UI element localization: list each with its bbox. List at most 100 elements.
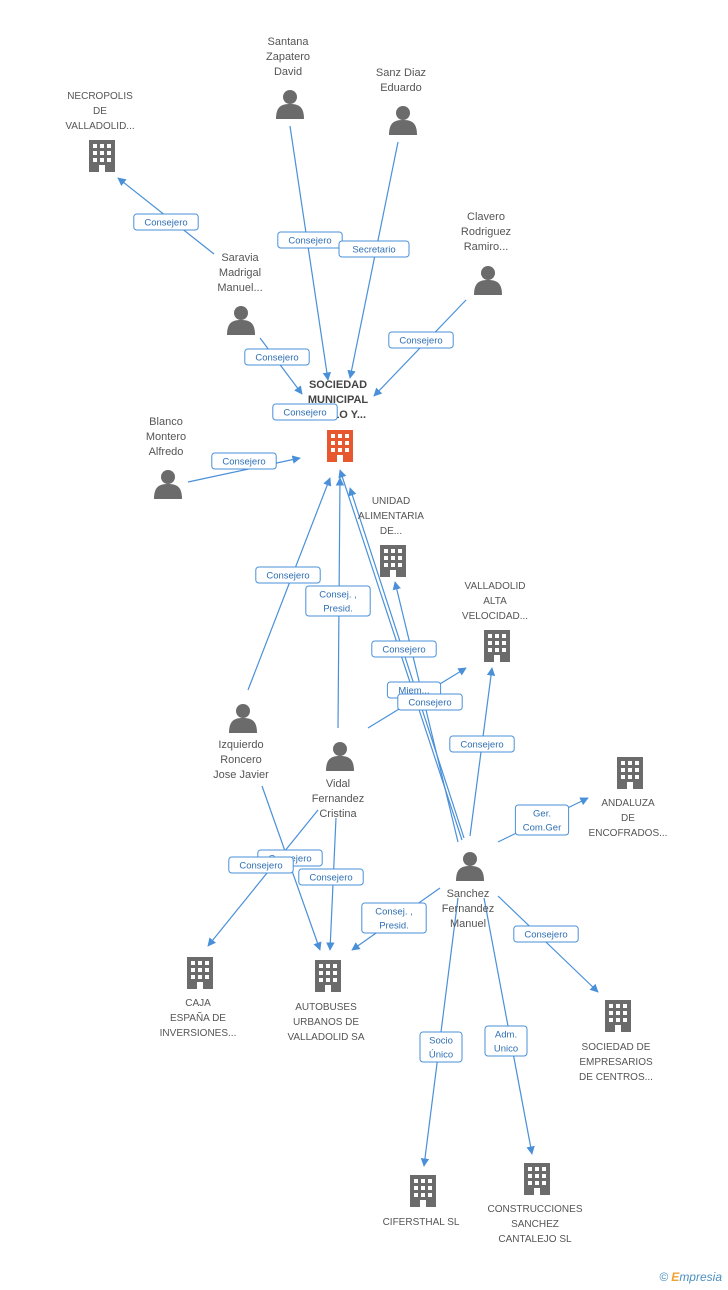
edge-label-sanz-to-main[interactable]: Secretario bbox=[338, 240, 410, 258]
edge-label-box[interactable] bbox=[513, 925, 579, 943]
edge-label-sanchez-to-main[interactable]: Consejero bbox=[397, 693, 463, 711]
node-andaluza[interactable]: ANDALUZADEENCOFRADOS... bbox=[589, 757, 668, 839]
copyright-symbol: © bbox=[659, 1270, 669, 1284]
edge-label-box[interactable] bbox=[388, 331, 454, 349]
node-label-line: ENCOFRADOS... bbox=[589, 828, 668, 839]
node-label-line: Alfredo bbox=[149, 446, 184, 458]
edge-label-box[interactable] bbox=[484, 1025, 528, 1057]
building-icon[interactable] bbox=[617, 757, 643, 789]
edge-label-sanchez-to-main[interactable]: Consejero bbox=[272, 403, 338, 421]
building-icon[interactable] bbox=[89, 140, 115, 172]
node-label-line: Roncero bbox=[220, 754, 262, 766]
node-valladolid_av[interactable]: VALLADOLIDALTAVELOCIDAD... bbox=[462, 581, 528, 662]
edge-label-clavero-to-main[interactable]: Consejero bbox=[388, 331, 454, 349]
edge-label-box[interactable] bbox=[228, 856, 294, 874]
node-label-line: Montero bbox=[146, 431, 186, 443]
edge-label-sanchez-to-construcciones[interactable]: Adm.Unico bbox=[484, 1025, 528, 1057]
edge-label-saravia-to-necropolis[interactable]: Consejero bbox=[133, 213, 199, 231]
building-icon[interactable] bbox=[187, 957, 213, 989]
edge-label-text: Consejero bbox=[399, 336, 442, 347]
building-icon[interactable] bbox=[524, 1163, 550, 1195]
edge-label-box[interactable] bbox=[305, 585, 371, 617]
building-icon[interactable] bbox=[380, 545, 406, 577]
edge-label-blanco-to-main[interactable]: Consejero bbox=[211, 452, 277, 470]
person-icon[interactable] bbox=[227, 306, 255, 335]
edge-label-box[interactable] bbox=[272, 403, 338, 421]
edge-label-vidal-to-main[interactable]: Consej. ,Presid. bbox=[305, 585, 371, 617]
edge-label-box[interactable] bbox=[371, 640, 437, 658]
edge-label-box[interactable] bbox=[449, 735, 515, 753]
brand-name: mpresia bbox=[679, 1270, 722, 1284]
edge-label-sanchez-to-valladolid_av[interactable]: Consejero bbox=[449, 735, 515, 753]
edge-label-box[interactable] bbox=[255, 566, 321, 584]
edge-label-box[interactable] bbox=[397, 693, 463, 711]
building-icon[interactable] bbox=[410, 1175, 436, 1207]
node-cifersthal[interactable]: CIFERSTHAL SL bbox=[383, 1175, 460, 1228]
node-label-line: Ramiro... bbox=[464, 241, 509, 253]
edge-line-izquierdo-to-main bbox=[247, 477, 332, 691]
edge-label-box[interactable] bbox=[277, 231, 343, 249]
node-label-line: Madrigal bbox=[219, 267, 261, 279]
person-icon[interactable] bbox=[326, 742, 354, 771]
node-label-line: Sanchez bbox=[447, 888, 490, 900]
node-saravia[interactable]: SaraviaMadrigalManuel... bbox=[217, 252, 263, 335]
edge-label-sanchez-to-unidad[interactable]: Consejero bbox=[371, 640, 437, 658]
edge-label-saravia-to-main[interactable]: Consejero bbox=[244, 348, 310, 366]
node-label-line: VELOCIDAD... bbox=[462, 611, 528, 622]
node-label-line: Sanz Diaz bbox=[376, 67, 426, 79]
node-label-line: SOCIEDAD DE bbox=[582, 1042, 651, 1053]
edge-label-box[interactable] bbox=[514, 804, 570, 836]
edge-label-santana-to-main[interactable]: Consejero bbox=[277, 231, 343, 249]
node-label-line: Fernandez bbox=[442, 903, 495, 915]
node-clavero[interactable]: ClaveroRodriguezRamiro... bbox=[461, 211, 511, 295]
node-unidad[interactable]: UNIDADALIMENTARIADE... bbox=[358, 496, 424, 577]
building-icon[interactable] bbox=[484, 630, 510, 662]
edge-label-box[interactable] bbox=[298, 868, 364, 886]
edge-label-box[interactable] bbox=[133, 213, 199, 231]
node-necropolis[interactable]: NECROPOLISDEVALLADOLID... bbox=[65, 91, 135, 172]
building-icon[interactable] bbox=[315, 960, 341, 992]
edge-label-box[interactable] bbox=[211, 452, 277, 470]
edge-label-vidal-to-autobuses[interactable]: Consejero bbox=[298, 868, 364, 886]
person-icon[interactable] bbox=[154, 470, 182, 499]
edge-label-sanchez-to-autobuses[interactable]: Consej. ,Presid. bbox=[361, 902, 427, 934]
edge-label-box[interactable] bbox=[338, 240, 410, 258]
node-label-line: DE... bbox=[380, 526, 402, 537]
edge-label-box[interactable] bbox=[361, 902, 427, 934]
edge-label-box[interactable] bbox=[419, 1031, 463, 1063]
edge-label-izquierdo-to-main[interactable]: Consejero bbox=[255, 566, 321, 584]
person-icon[interactable] bbox=[456, 852, 484, 881]
edge-label-text: Consejero bbox=[408, 698, 451, 709]
edge-label-box[interactable] bbox=[244, 348, 310, 366]
edge-label-sanchez-to-sociedad_emp[interactable]: Consejero bbox=[513, 925, 579, 943]
person-icon[interactable] bbox=[474, 266, 502, 295]
edge-label-text: Consejero bbox=[266, 571, 309, 582]
edge-label-vidal-to-caja[interactable]: Consejero bbox=[228, 856, 294, 874]
edge-label-text: Consejero bbox=[288, 236, 331, 247]
person-icon[interactable] bbox=[389, 106, 417, 135]
building-icon[interactable] bbox=[605, 1000, 631, 1032]
node-label-line: David bbox=[274, 66, 302, 78]
edge-line-saravia-to-main bbox=[259, 337, 303, 395]
node-label-line: ESPAÑA DE bbox=[170, 1011, 226, 1024]
edge-line-sanz-to-main bbox=[347, 141, 399, 379]
edge-label-sanchez-to-andaluza[interactable]: Ger.Com.Ger bbox=[514, 804, 570, 836]
edge-label-text: Consejero bbox=[222, 457, 265, 468]
node-label-line: EMPRESARIOS bbox=[579, 1057, 653, 1068]
person-icon[interactable] bbox=[276, 90, 304, 119]
edge-label-text: Único bbox=[429, 1050, 453, 1061]
person-icon[interactable] bbox=[229, 704, 257, 733]
building-icon[interactable] bbox=[327, 430, 353, 462]
